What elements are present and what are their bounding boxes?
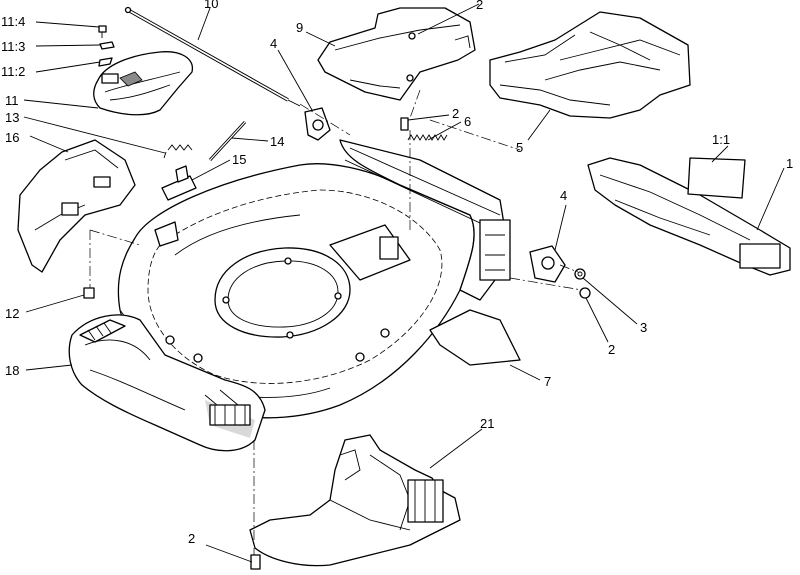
cover-part-11	[93, 51, 193, 116]
callout-2-top: 2	[476, 0, 483, 12]
callout-18: 18	[5, 363, 19, 378]
rod-part-14	[208, 120, 247, 162]
bolt-part-12	[83, 287, 95, 299]
mulch-plug-part-21	[249, 434, 461, 567]
cover-part-1	[587, 157, 791, 276]
callout-11-3: 11:3	[1, 39, 25, 54]
callout-4-left: 4	[270, 36, 277, 51]
bracket-part-4-left	[304, 107, 331, 141]
bolt-2-lower	[250, 554, 261, 570]
callout-13: 13	[5, 110, 19, 125]
bracket-part-15	[161, 165, 197, 201]
callout-6: 6	[464, 114, 471, 129]
callout-labels: 11:4 11:3 11:2 11 13 16 10 14 15 4 9 2 2…	[1, 0, 793, 546]
side-skirt-part-16	[17, 139, 136, 273]
callout-2-mid: 2	[452, 106, 459, 121]
callout-1-1: 1:1	[712, 132, 730, 147]
deck-bolt-holes	[165, 257, 390, 363]
spring-part-13	[163, 144, 193, 159]
rear-chute-part-18	[68, 314, 266, 452]
callout-15: 15	[232, 152, 246, 167]
leader-lines	[23, 3, 785, 563]
callout-16: 16	[5, 130, 19, 145]
callout-1: 1	[786, 156, 793, 171]
callout-9: 9	[296, 20, 303, 35]
spring-part-6	[407, 134, 448, 141]
bolt-2-right	[579, 287, 591, 299]
callout-5: 5	[516, 140, 523, 155]
nut-part-3	[574, 268, 586, 280]
callout-12: 12	[5, 306, 19, 321]
callout-10: 10	[204, 0, 218, 11]
callout-11: 11	[5, 93, 19, 108]
callout-21: 21	[480, 416, 494, 431]
callout-4-right: 4	[560, 188, 567, 203]
rod-part-10	[124, 6, 301, 107]
bolt-2-upper	[400, 117, 409, 131]
baffle-part-9	[317, 7, 476, 101]
callout-11-4: 11:4	[1, 14, 25, 29]
callout-7: 7	[544, 374, 551, 389]
callout-2-right: 2	[608, 342, 615, 357]
panel-part-5	[489, 11, 691, 119]
bracket-part-4-right	[529, 245, 566, 283]
callout-3: 3	[640, 320, 647, 335]
mower-deck	[117, 139, 521, 419]
cover-hardware	[98, 25, 115, 67]
alignment-lines	[89, 89, 583, 555]
callout-2-bottom: 2	[188, 531, 195, 546]
callout-11-2: 11:2	[1, 64, 25, 79]
callout-14: 14	[270, 134, 284, 149]
